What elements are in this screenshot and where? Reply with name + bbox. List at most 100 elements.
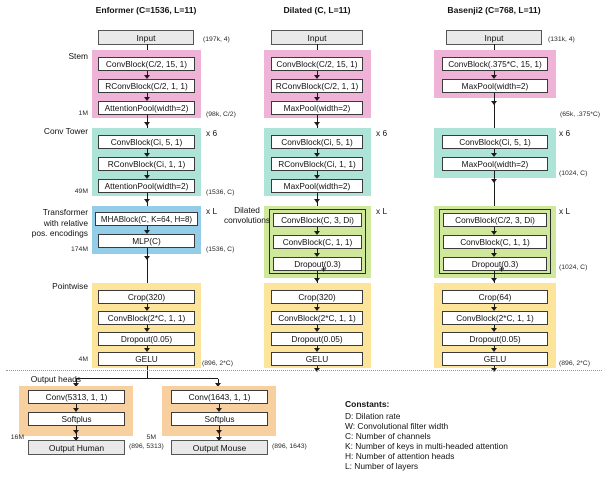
shape-annotation: (896, 2*C) bbox=[559, 360, 590, 367]
param-count: 16M bbox=[10, 434, 24, 441]
flow-arrow bbox=[314, 149, 321, 157]
section-label-conv-tower: Conv Tower bbox=[43, 126, 88, 136]
flow-arrow bbox=[314, 325, 321, 332]
repeat-label: x 6 bbox=[376, 128, 388, 138]
connector-line bbox=[494, 103, 495, 123]
layer-block: ConvBlock(Ci, 5, 1) bbox=[271, 135, 363, 149]
input-box: Input bbox=[271, 30, 363, 45]
flow-arrow bbox=[491, 149, 498, 157]
layer-block: Crop(320) bbox=[98, 290, 195, 304]
flow-arrow bbox=[144, 149, 151, 157]
shape-annotation: (896, 5313) bbox=[129, 443, 164, 450]
layer-block: MaxPool(width=2) bbox=[271, 179, 363, 193]
separator-dotted-line bbox=[6, 370, 602, 371]
dilated-convolutions-note: Dilated convolutions bbox=[223, 205, 271, 225]
layer-block: RConvBlock(C/2, 1, 1) bbox=[98, 79, 195, 93]
residual-add-icon: + bbox=[499, 264, 505, 274]
constants-item: L: Number of layers bbox=[345, 461, 419, 471]
section-label-transformer: Transformer with relative pos. encodings bbox=[31, 207, 88, 238]
section-label-stem: Stem bbox=[68, 51, 88, 61]
flow-arrow bbox=[144, 325, 151, 332]
layer-block: AttentionPool(width=2) bbox=[98, 179, 195, 193]
column-title-enformer: Enformer (C=1536, L=11) bbox=[95, 5, 197, 15]
flow-arrow bbox=[144, 71, 151, 79]
layer-block: ConvBlock(2*C, 1, 1) bbox=[271, 311, 363, 325]
flow-arrow bbox=[491, 304, 498, 311]
shape-annotation: (1024, C) bbox=[559, 264, 588, 271]
flow-arrow bbox=[314, 346, 321, 352]
layer-block: ConvBlock(C, 1, 1) bbox=[443, 235, 547, 249]
layer-block: MaxPool(width=2) bbox=[442, 157, 548, 171]
flow-arrow bbox=[491, 249, 498, 257]
layer-block: GELU bbox=[442, 352, 548, 366]
flow-arrow bbox=[215, 379, 222, 387]
layer-block: Softplus bbox=[171, 412, 268, 426]
flow-arrow bbox=[144, 226, 151, 234]
layer-block: ConvBlock(C/2, 15, 1) bbox=[271, 57, 363, 71]
input-box: Input bbox=[98, 30, 194, 45]
input-box: Input bbox=[446, 30, 542, 45]
flow-arrow bbox=[144, 93, 151, 101]
flow-arrow bbox=[314, 93, 321, 101]
section-label-output-heads: Output heads bbox=[30, 374, 81, 384]
flow-arrow bbox=[314, 171, 321, 179]
shape-annotation: (98k, C/2) bbox=[206, 111, 236, 118]
flow-arrow bbox=[314, 71, 321, 79]
flow-arrow bbox=[73, 379, 80, 387]
param-count: 5M bbox=[146, 434, 156, 441]
constants-list: D: Dilation rate W: Convolutional filter… bbox=[345, 411, 508, 471]
flow-arrow bbox=[144, 171, 151, 179]
layer-block: MaxPool(width=2) bbox=[442, 79, 548, 93]
repeat-label: x L bbox=[559, 206, 571, 216]
shape-annotation: (131k, 4) bbox=[548, 36, 575, 43]
repeat-label: x L bbox=[206, 206, 218, 216]
section-label-pointwise: Pointwise bbox=[52, 281, 88, 291]
flow-arrow bbox=[73, 404, 80, 412]
constants-item: K: Number of keys in multi-headed attent… bbox=[345, 441, 508, 451]
layer-block: ConvBlock(C/2, 3, Di) bbox=[443, 213, 547, 227]
repeat-label: x 6 bbox=[559, 128, 571, 138]
layer-block: ConvBlock(C/2, 15, 1) bbox=[98, 57, 195, 71]
constants-title: Constants: bbox=[345, 399, 390, 409]
layer-block: Conv(5313, 1, 1) bbox=[28, 390, 125, 404]
flow-arrow bbox=[73, 432, 80, 441]
layer-block: RConvBlock(Ci, 1, 1) bbox=[271, 157, 363, 171]
connector-line bbox=[494, 181, 495, 203]
layer-block: Dropout(0.3) bbox=[273, 257, 362, 271]
flow-arrow bbox=[314, 193, 321, 203]
layer-block: Crop(320) bbox=[271, 290, 363, 304]
shape-annotation: (896, 1643) bbox=[272, 443, 307, 450]
repeat-label: x 6 bbox=[206, 128, 218, 138]
layer-block: ConvBlock(C, 3, Di) bbox=[273, 213, 362, 227]
param-count: 4M bbox=[78, 356, 88, 363]
layer-block: Crop(64) bbox=[442, 290, 548, 304]
flow-arrow bbox=[314, 366, 321, 372]
constants-item: W: Convolutional filter width bbox=[345, 421, 449, 431]
flow-arrow bbox=[144, 304, 151, 311]
flow-arrow bbox=[144, 193, 151, 203]
residual-block-outline bbox=[439, 209, 551, 274]
layer-block: ConvBlock(.375*C, 15, 1) bbox=[442, 57, 548, 71]
layer-block: MLP(C) bbox=[98, 234, 195, 248]
layer-block: RConvBlock(Ci, 1, 1) bbox=[98, 157, 195, 171]
layer-block: Dropout(0.05) bbox=[271, 332, 363, 346]
layer-block: Conv(1643, 1, 1) bbox=[171, 390, 268, 404]
layer-block: GELU bbox=[98, 352, 195, 366]
layer-block: Dropout(0.05) bbox=[98, 332, 195, 346]
constants-item: D: Dilation rate bbox=[345, 411, 401, 421]
flow-arrow bbox=[491, 346, 498, 352]
layer-block: GELU bbox=[271, 352, 363, 366]
param-count: 1M bbox=[78, 110, 88, 117]
flow-arrow bbox=[216, 404, 223, 412]
layer-block: ConvBlock(C, 1, 1) bbox=[273, 235, 362, 249]
layer-block: AttentionPool(width=2) bbox=[98, 101, 195, 115]
residual-add-icon: + bbox=[321, 264, 327, 274]
output-box-human: Output Human bbox=[28, 440, 125, 455]
constants-item: C: Number of channels bbox=[345, 431, 431, 441]
branch-connector bbox=[76, 378, 218, 379]
branch-connector bbox=[147, 366, 148, 378]
flow-arrow bbox=[144, 346, 151, 352]
flow-arrow bbox=[216, 432, 223, 441]
shape-annotation: (1536, C) bbox=[206, 189, 235, 196]
shape-annotation: (65k, .375*C) bbox=[560, 111, 601, 118]
